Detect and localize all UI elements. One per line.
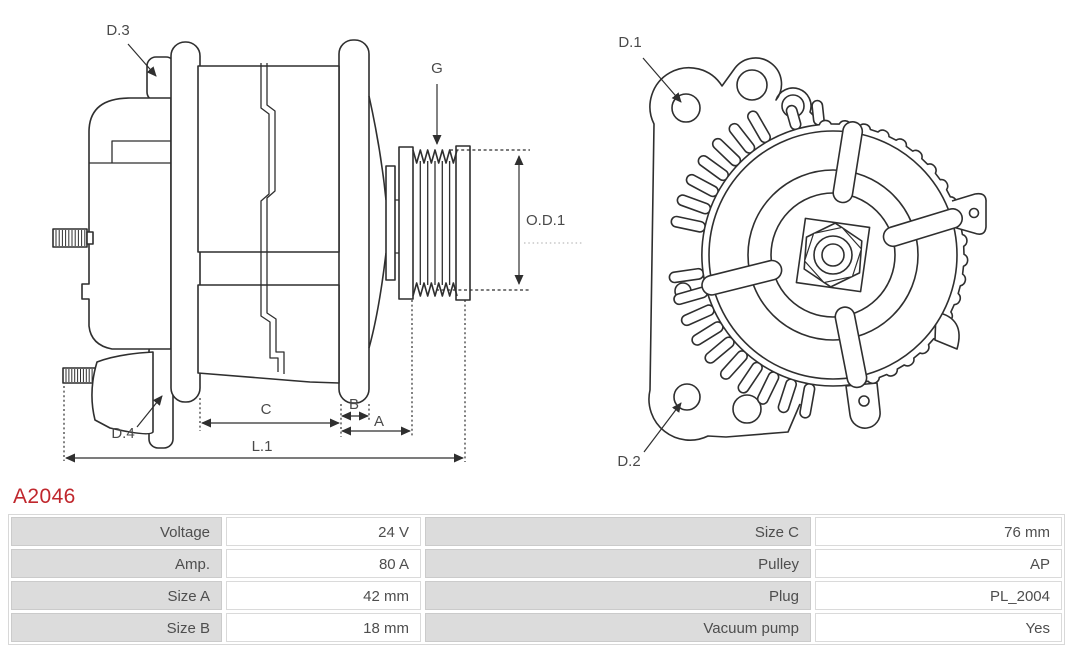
label-dim-a: A bbox=[374, 413, 384, 430]
housing-split-line bbox=[260, 63, 285, 374]
terminal-stud-upper-base bbox=[86, 231, 94, 245]
mounting-plate-outline bbox=[648, 57, 827, 441]
stator-lower bbox=[197, 284, 340, 384]
leader-d4 bbox=[136, 395, 163, 428]
label-d1: D.1 bbox=[618, 34, 641, 51]
stud-thread-hatching bbox=[55, 230, 93, 382]
leader-d2 bbox=[643, 402, 682, 453]
front-bracket bbox=[338, 39, 370, 404]
spec-value-cell: 24 V bbox=[226, 517, 421, 546]
spec-value-cell: 76 mm bbox=[815, 517, 1062, 546]
right-lug-hole bbox=[968, 207, 980, 219]
rear-bracket bbox=[170, 41, 201, 403]
mount-hole-d1 bbox=[671, 93, 701, 123]
label-d4: D.4 bbox=[111, 425, 134, 442]
spec-value-cell: AP bbox=[815, 549, 1062, 578]
label-d2: D.2 bbox=[617, 453, 640, 470]
terminal-boot bbox=[91, 351, 154, 435]
alternator-front-view bbox=[648, 57, 987, 441]
top-mount-hole bbox=[736, 69, 768, 101]
leader-d1 bbox=[642, 57, 682, 103]
label-dim-b: B bbox=[349, 396, 359, 413]
spacer-disc bbox=[385, 165, 396, 281]
spec-label-cell: Size A bbox=[11, 581, 222, 610]
spec-label-cell: Amp. bbox=[11, 549, 222, 578]
leader-d3 bbox=[127, 43, 157, 77]
od1-extension-lines bbox=[436, 149, 530, 291]
label-od1: O.D.1 bbox=[526, 212, 565, 229]
fan-spokes bbox=[701, 121, 963, 389]
spec-value-cell: Yes bbox=[815, 613, 1062, 642]
spec-table: Voltage 24 V Size C 76 mm Amp. 80 A Pull… bbox=[8, 514, 1065, 645]
spec-label-cell: Size B bbox=[11, 613, 222, 642]
pulley-groove-lines bbox=[419, 161, 451, 285]
mount-hole-d2 bbox=[673, 383, 701, 411]
dimension-labels: D.3 D.4 G O.D.1 C B A L.1 D.1 D.2 bbox=[106, 22, 641, 470]
spec-label-cell: Size C bbox=[425, 517, 811, 546]
label-g: G bbox=[431, 60, 443, 77]
label-dim-l1: L.1 bbox=[252, 438, 273, 455]
alternator-side-view bbox=[52, 39, 471, 449]
alternator-technical-drawing: D.3 D.4 G O.D.1 C B A L.1 D.1 D.2 bbox=[52, 22, 987, 470]
spec-label-cell: Voltage bbox=[11, 517, 222, 546]
pulley-groove-teeth bbox=[412, 149, 458, 297]
bottom-mount-hole bbox=[732, 394, 762, 424]
label-d3: D.3 bbox=[106, 22, 129, 39]
spec-value-cell: PL_2004 bbox=[815, 581, 1062, 610]
vent-slots bbox=[668, 99, 825, 419]
spec-label-cell: Plug bbox=[425, 581, 811, 610]
spec-value-cell: 18 mm bbox=[226, 613, 421, 642]
shaft-bore bbox=[821, 243, 845, 267]
part-number: A2046 bbox=[13, 485, 76, 508]
rear-housing bbox=[81, 97, 172, 350]
spec-value-cell: 42 mm bbox=[226, 581, 421, 610]
extension-lines bbox=[63, 300, 466, 462]
rear-housing-detail bbox=[89, 140, 171, 164]
dimension-lines bbox=[63, 43, 682, 463]
spec-label-cell: Vacuum pump bbox=[425, 613, 811, 642]
shaft-cone bbox=[368, 95, 387, 349]
bottom-lug-hole bbox=[858, 395, 870, 407]
pulley-flange-left bbox=[398, 146, 414, 300]
spec-value-cell: 80 A bbox=[226, 549, 421, 578]
spec-label-cell: Pulley bbox=[425, 549, 811, 578]
pulley-flange-right bbox=[455, 145, 471, 301]
label-dim-c: C bbox=[261, 401, 272, 418]
